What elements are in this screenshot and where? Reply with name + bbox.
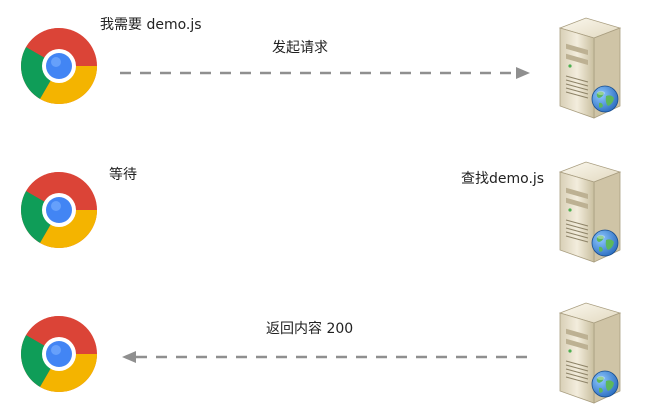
server-node-find	[546, 158, 632, 270]
chrome-icon	[19, 26, 99, 106]
server-node-response	[546, 299, 632, 411]
arrow-left-icon	[122, 351, 532, 363]
globe-icon	[590, 84, 620, 114]
chrome-icon	[19, 170, 99, 250]
browser-label-wait: 等待	[109, 167, 137, 183]
arrow-label-request: 发起请求	[272, 40, 328, 56]
server-node-request	[546, 14, 632, 126]
globe-icon	[590, 369, 620, 399]
chrome-icon	[19, 314, 99, 394]
globe-icon	[590, 228, 620, 258]
arrow-label-response: 返回内容 200	[266, 321, 354, 337]
arrow-right-icon	[120, 67, 530, 79]
browser-label-request: 我需要 demo.js	[100, 17, 202, 33]
server-label-find: 查找demo.js	[461, 171, 545, 187]
